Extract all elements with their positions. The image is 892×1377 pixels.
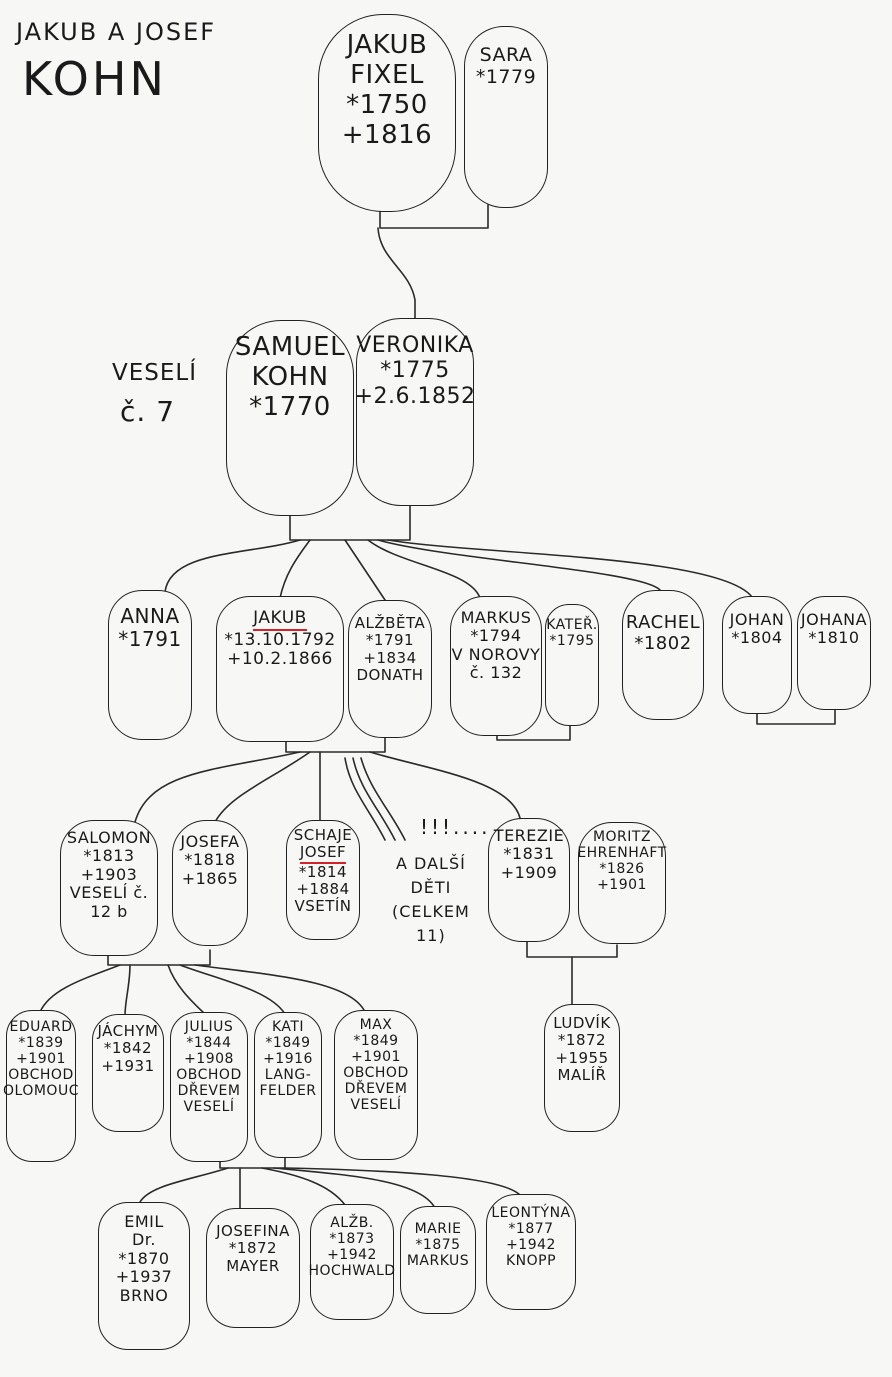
link-to-jakub2 — [279, 539, 311, 599]
link-to-leontyna — [283, 1167, 521, 1196]
link-gen1-gen2 — [377, 227, 416, 323]
link-to-eduard — [39, 964, 121, 1013]
header-title-line2: KOHN — [22, 52, 167, 106]
location-note-line1: VESELÍ — [112, 360, 197, 386]
person-johana: JOHANA*1810 — [797, 596, 871, 710]
person-terezie: TEREZIE*1831+1909 — [488, 818, 570, 942]
link-to-emil — [139, 1167, 229, 1203]
person-rachel: RACHEL*1802 — [622, 590, 704, 720]
link-to-salomon — [134, 751, 301, 823]
person-josefa: JOSEFA*1818+1865 — [172, 820, 248, 946]
more-children-note: A DALŠÍ DĚTI (CELKEM 11) — [392, 854, 470, 945]
link-couple-johan — [756, 709, 836, 725]
link-couple-2 — [289, 504, 411, 541]
header-title-line1: JAKUB A JOSEF — [16, 18, 217, 46]
link-to-kati — [179, 964, 286, 1015]
link-to-marie — [273, 1167, 436, 1209]
link-couple-markus — [496, 724, 571, 741]
link-to-josefa — [214, 751, 311, 823]
person-kati-langfelder: KATI*1849+1916 LANG-FELDER — [254, 1012, 322, 1158]
link-couple-3 — [285, 737, 386, 753]
location-note-line2: č. 7 — [120, 395, 176, 428]
person-jachym: JÁCHYM*1842+1931 — [92, 1014, 164, 1132]
link-to-markus — [367, 539, 481, 599]
more-children-marks: !!!.... — [420, 815, 491, 839]
link-to-jachym — [124, 964, 131, 1017]
link-couple-terezie — [526, 941, 618, 958]
link-others-3 — [360, 757, 406, 841]
link-to-terezie — [369, 751, 521, 819]
link-to-alzbeta — [344, 539, 386, 601]
link-others-1 — [344, 757, 386, 841]
person-anna: ANNA*1791 — [108, 590, 192, 740]
link-to-anna — [164, 539, 301, 593]
link-to-alzb2 — [261, 1167, 346, 1206]
person-sara: SARA*1779 — [464, 26, 548, 208]
link-couple-5 — [219, 1154, 286, 1169]
person-kater: KATEŘ.*1795 — [545, 604, 599, 726]
link-to-rachel — [377, 539, 661, 591]
link-couple-1 — [379, 204, 489, 229]
link-others-2 — [352, 757, 396, 841]
person-johan: JOHAN*1804 — [722, 596, 792, 714]
link-to-max — [194, 964, 366, 1013]
link-couple-4 — [107, 949, 211, 966]
person-jakub: JAKUB*13.10.1792+10.2.1866 — [216, 596, 344, 742]
person-salomon: SALOMON*1813+1903 VESELÍ č.12 b — [60, 820, 158, 956]
link-to-julius — [167, 964, 206, 1015]
person-veronika: VERONIKA*1775+2.6.1852 — [355, 318, 475, 506]
link-to-johan — [387, 539, 753, 598]
